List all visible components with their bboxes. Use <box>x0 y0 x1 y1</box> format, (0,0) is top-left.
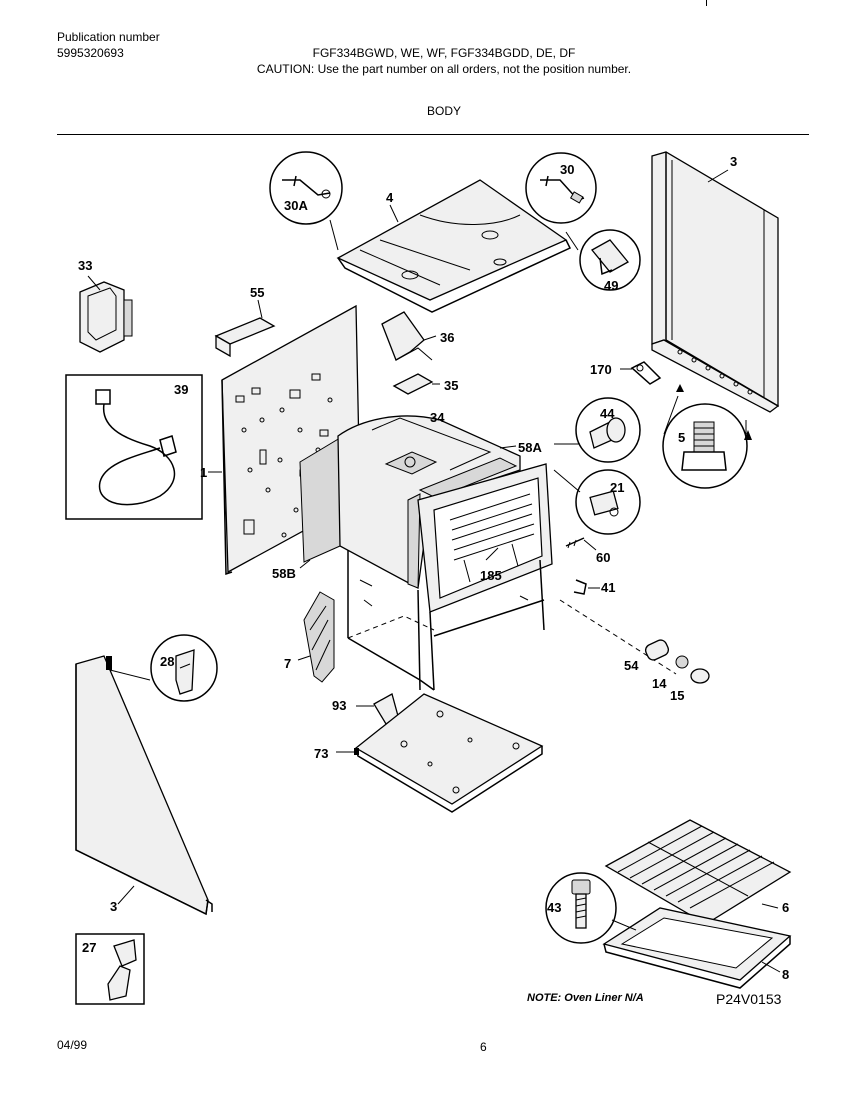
callout-41: 41 <box>601 580 615 595</box>
caution-note: CAUTION: Use the part number on all orde… <box>256 62 632 76</box>
detail-circle-49 <box>579 229 641 291</box>
model-numbers: FGF334BGWD, WE, WF, FGF334BGDD, DE, DF <box>312 46 576 60</box>
publication-number: 5995320693 <box>57 46 124 60</box>
callout-185: 185 <box>480 568 502 583</box>
page-number: 6 <box>480 1040 487 1054</box>
callout-30: 30 <box>560 162 574 177</box>
side-panel-part-3-left <box>75 655 213 916</box>
oven-liner-note: NOTE: Oven Liner N/A <box>527 992 644 1004</box>
header-divider <box>57 134 809 135</box>
bottom-panel-part-73 <box>336 693 544 813</box>
callout-73: 73 <box>314 746 328 761</box>
callout-55: 55 <box>250 285 264 300</box>
callout-7: 7 <box>284 656 291 671</box>
callout-27: 27 <box>82 940 96 955</box>
detail-circle-30A <box>269 151 343 225</box>
callout-28: 28 <box>160 654 174 669</box>
detail-circle-44 <box>575 397 641 463</box>
detail-circle-30 <box>525 152 597 224</box>
publication-label: Publication number <box>57 30 160 44</box>
callout-14: 14 <box>652 676 667 691</box>
detail-circle-5 <box>662 395 748 489</box>
figure-code: P24V0153 <box>716 991 782 1007</box>
detail-box-27 <box>75 933 145 1005</box>
section-title: BODY <box>426 104 461 118</box>
callout-8: 8 <box>782 967 789 982</box>
callout-1: 1 <box>200 465 207 480</box>
callout-labels: 3 4 30 30A 49 33 39 55 36 35 34 58A 170 … <box>78 154 789 982</box>
callout-49: 49 <box>604 278 618 293</box>
part-33-bracket <box>79 275 133 353</box>
callout-93: 93 <box>332 698 346 713</box>
part-7-hinge <box>297 591 335 683</box>
top-panel-part-4 <box>329 179 579 313</box>
callout-21: 21 <box>610 480 624 495</box>
part-60-screw <box>565 537 597 551</box>
callout-4: 4 <box>386 190 394 205</box>
part-41-clip <box>573 579 600 595</box>
callout-33: 33 <box>78 258 92 273</box>
detail-circle-43 <box>545 872 637 944</box>
callout-3-top: 3 <box>730 154 737 169</box>
callout-58B: 58B <box>272 566 296 581</box>
callout-54: 54 <box>624 658 639 673</box>
side-panel-part-3-right <box>651 151 780 440</box>
revision-date: 04/99 <box>57 1038 88 1052</box>
detail-circle-28 <box>150 634 218 702</box>
part-36-bracket <box>381 311 437 361</box>
callout-39: 39 <box>174 382 188 397</box>
callout-5: 5 <box>678 430 685 445</box>
detail-box-39 <box>65 374 203 520</box>
callout-170: 170 <box>590 362 612 377</box>
callout-36: 36 <box>440 330 454 345</box>
callout-35: 35 <box>444 378 458 393</box>
callout-58A: 58A <box>518 440 542 455</box>
callout-15: 15 <box>670 688 684 703</box>
callout-30A: 30A <box>284 198 308 213</box>
callout-44: 44 <box>600 406 615 421</box>
part-170-bracket <box>620 361 662 385</box>
parts-54-14-15 <box>559 599 710 684</box>
callout-6: 6 <box>782 900 789 915</box>
detail-circle-21 <box>575 469 641 535</box>
callout-3-bottom: 3 <box>110 899 117 914</box>
crop-mark <box>706 0 707 6</box>
callout-34: 34 <box>430 410 445 425</box>
oven-rack-part-6 <box>604 819 792 925</box>
broiler-pan-part-8 <box>602 907 792 989</box>
part-35-bracket <box>392 373 440 395</box>
callout-43: 43 <box>547 900 561 915</box>
callout-60: 60 <box>596 550 610 565</box>
part-55-bracket <box>214 299 276 358</box>
oven-body-assembly <box>299 415 581 691</box>
